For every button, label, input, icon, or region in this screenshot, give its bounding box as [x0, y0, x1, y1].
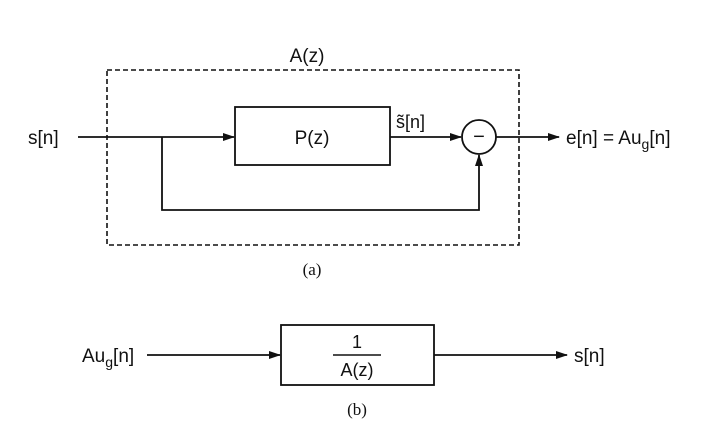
filter-denominator: A(z)	[341, 360, 374, 380]
predictor-box	[234, 106, 391, 166]
input-label: s[n]	[28, 128, 59, 149]
bypass-path	[161, 137, 483, 211]
diagram-a: A(z) s[n] P(z) s̃[n] − e[n] = Aug[n] (a)	[28, 46, 670, 279]
input-label-b: Aug[n]	[82, 346, 134, 370]
outer-system-label: A(z)	[290, 46, 325, 67]
predictor-label: P(z)	[295, 128, 330, 149]
filter-numerator: 1	[352, 332, 362, 352]
summing-junction-sign: −	[473, 126, 485, 148]
output-label-b: s[n]	[574, 346, 605, 367]
diagram-b: Aug[n] 1 A(z) s[n] (b)	[82, 324, 605, 419]
outer-system-box	[106, 69, 520, 246]
output-label: e[n] = Aug[n]	[566, 128, 670, 152]
caption-a: (a)	[303, 260, 322, 279]
prediction-label: s̃[n]	[396, 112, 425, 132]
caption-b: (b)	[347, 400, 367, 419]
